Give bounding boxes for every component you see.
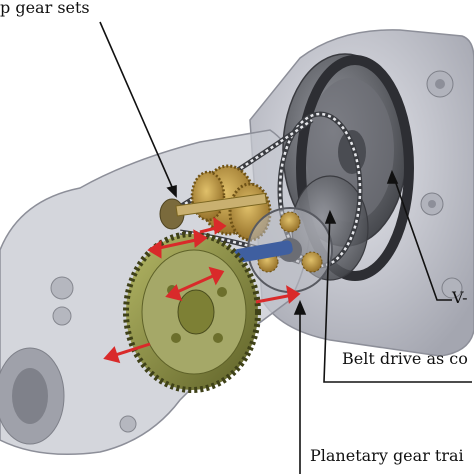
gear-shaft <box>175 192 268 217</box>
leader-arrowhead <box>166 184 177 198</box>
red-force-arrow <box>165 266 225 302</box>
housing-boss <box>435 79 445 89</box>
red-force-arrow <box>199 217 227 235</box>
leader-arrowhead <box>324 209 337 224</box>
housing-boss <box>52 306 72 326</box>
leader-lines <box>99 21 472 474</box>
leader-arrowhead <box>386 169 399 184</box>
ring-gear-hub <box>177 289 215 335</box>
ring-gear-hole <box>213 333 223 343</box>
driven-pulley-hub <box>338 130 366 174</box>
leader-gear-sets <box>99 21 177 197</box>
leader-vbelt <box>391 171 452 301</box>
output-shaft-boss <box>12 368 48 424</box>
label-belt-drive: Belt drive as co <box>342 349 468 368</box>
label-planetary-gear-train: Planetary gear trai <box>310 446 464 465</box>
belt-drive-chain <box>174 118 313 212</box>
red-force-arrow <box>147 229 208 259</box>
planet-gear <box>301 251 323 273</box>
belt-drive-chain <box>278 112 362 268</box>
housing-boss <box>441 277 463 299</box>
housing-boss <box>428 200 436 208</box>
leader-arrowhead <box>293 299 307 315</box>
label-gear-sets: p gear sets <box>0 0 90 17</box>
ring-gear-hole <box>217 287 227 297</box>
ring-gear-hole <box>171 333 181 343</box>
v-belt <box>296 55 414 281</box>
leader-belt-drive <box>323 211 472 383</box>
housing-boss <box>119 415 137 433</box>
input-shaft <box>232 240 293 263</box>
planet-gear <box>279 211 301 233</box>
housing-boss <box>50 276 74 300</box>
label-v-belt: V- <box>452 288 468 307</box>
red-force-arrow <box>255 285 301 304</box>
red-force-arrow <box>103 342 151 364</box>
